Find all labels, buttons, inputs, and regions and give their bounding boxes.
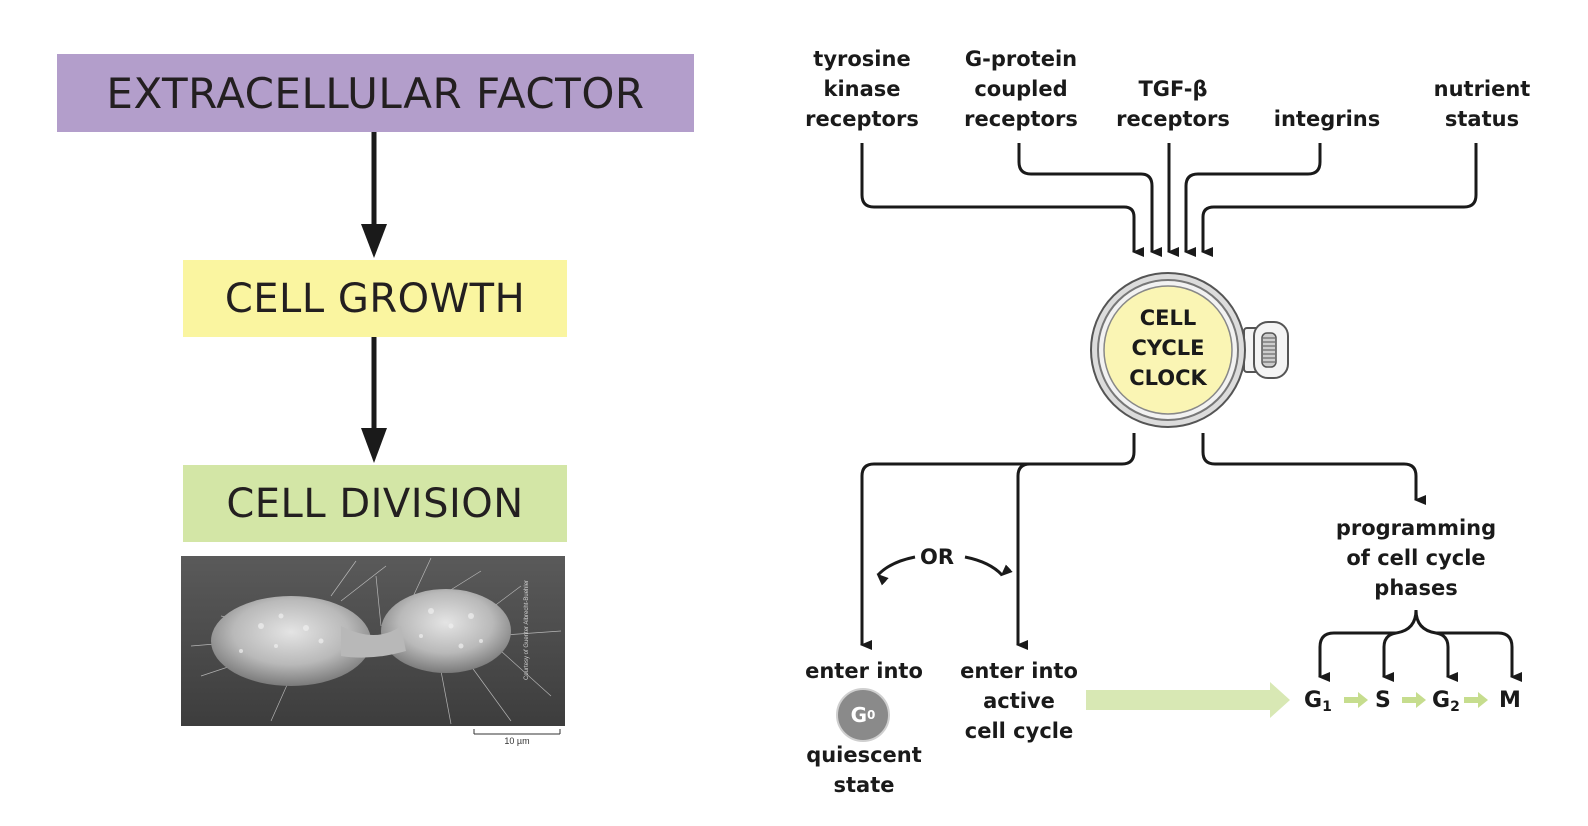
cell-cycle-clock-icon: [1090, 272, 1289, 428]
label-line: active: [983, 689, 1055, 713]
label-line: state: [833, 773, 895, 797]
g0-letter: G: [850, 703, 868, 727]
label-line: coupled: [974, 77, 1068, 101]
g-protein-receptors-label: G-protein coupled receptors: [946, 44, 1096, 134]
phase-subscript: 2: [1450, 699, 1460, 715]
phase-m: M: [1499, 688, 1521, 713]
label-line: tyrosine: [813, 47, 911, 71]
label-line: status: [1444, 107, 1520, 131]
extracellular-factor-box: EXTRACELLULAR FACTOR: [57, 54, 694, 132]
cell-growth-label: CELL GROWTH: [224, 275, 526, 322]
phase-transition-arrows: [1344, 692, 1488, 708]
g0-subscript: 0: [867, 708, 876, 722]
phase-brace: [1318, 609, 1522, 682]
tyrosine-kinase-receptors-label: tyrosine kinase receptors: [792, 44, 932, 134]
active-cell-cycle-label: enter into active cell cycle: [944, 656, 1094, 746]
phase-g2: G2: [1432, 688, 1460, 715]
label-line: CELL: [1139, 306, 1197, 330]
label-line: CLOCK: [1129, 366, 1207, 390]
clock-output-lines: [860, 433, 1426, 650]
label-line: kinase: [823, 77, 901, 101]
nutrient-status-label: nutrient status: [1412, 74, 1552, 134]
label-line: receptors: [1116, 107, 1230, 131]
phase-letter: M: [1499, 688, 1521, 713]
scale-bar-label: 10 µm: [504, 736, 530, 746]
quiescent-state-label: quiescent state: [792, 740, 936, 800]
active-cycle-arrow: [1086, 682, 1290, 718]
phase-g1: G1: [1304, 688, 1332, 715]
tgf-beta-receptors-label: TGF-β receptors: [1103, 74, 1243, 134]
label-line: programming: [1335, 516, 1497, 540]
label-line: nutrient: [1433, 77, 1531, 101]
left-flow-arrows: [361, 132, 387, 463]
dividing-cell-micrograph: [181, 556, 565, 726]
label-line: phases: [1374, 576, 1458, 600]
label-line: TGF-β: [1138, 77, 1208, 101]
phase-s: S: [1375, 688, 1391, 713]
label-line: receptors: [964, 107, 1078, 131]
label-line: enter into: [960, 659, 1078, 683]
cell-division-box: CELL DIVISION: [183, 465, 567, 542]
label-line: integrins: [1273, 107, 1381, 131]
extracellular-factor-label: EXTRACELLULAR FACTOR: [106, 68, 645, 118]
or-label: OR: [920, 545, 955, 569]
cell-division-label: CELL DIVISION: [226, 480, 524, 527]
phase-subscript: 1: [1322, 699, 1332, 715]
label-line: quiescent: [806, 743, 922, 767]
phase-letter: G: [1432, 688, 1451, 713]
label-line: cell cycle: [964, 719, 1074, 743]
programming-phases-label: programming of cell cycle phases: [1320, 513, 1512, 603]
cell-growth-box: CELL GROWTH: [183, 260, 567, 337]
label-line: receptors: [805, 107, 919, 131]
receptor-input-lines: [860, 143, 1478, 257]
label-line: G-protein: [964, 47, 1078, 71]
or-arrows: [876, 555, 1013, 586]
integrins-label: integrins: [1257, 104, 1397, 134]
cell-cycle-clock-label: CELL CYCLE CLOCK: [1118, 303, 1218, 393]
phase-letter: S: [1375, 688, 1391, 713]
enter-into-label: enter into: [805, 659, 923, 683]
phase-letter: G: [1304, 688, 1323, 713]
label-line: of cell cycle: [1346, 546, 1486, 570]
label-line: CYCLE: [1131, 336, 1205, 360]
